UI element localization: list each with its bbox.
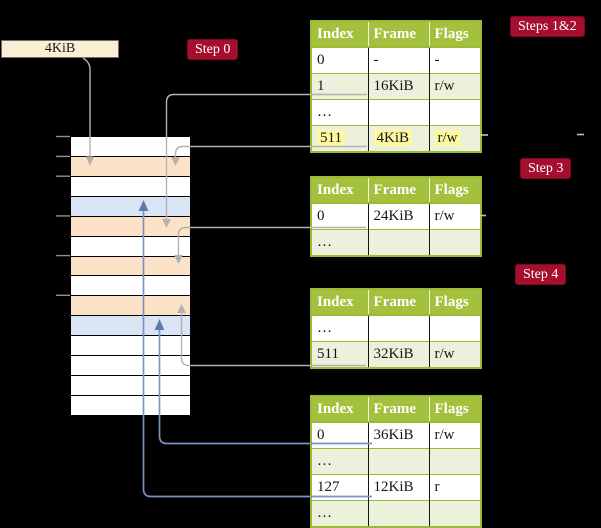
table-cell — [429, 229, 481, 256]
table-cell — [368, 229, 430, 256]
table-cell — [429, 500, 481, 527]
table-cell: r/w — [429, 73, 481, 100]
table-cell: 4KiB — [368, 125, 430, 152]
table-row: … — [311, 229, 481, 256]
table-cell: … — [311, 314, 369, 342]
frame-size-box: 4KiB — [1, 40, 119, 58]
table-cell: 127 — [311, 474, 369, 501]
memory-row-data-page — [71, 316, 190, 337]
table-cell: 32KiB — [368, 341, 430, 368]
table-row: … — [311, 314, 481, 342]
memory-row-page-table — [71, 256, 190, 277]
column-header-frame: Frame — [368, 289, 430, 316]
table-row: … — [311, 448, 481, 475]
table-cell: 0 — [311, 46, 369, 74]
table-cell: 16KiB — [368, 73, 430, 100]
table-cell: - — [429, 46, 481, 74]
table-cell — [368, 448, 430, 475]
table-cell: - — [368, 46, 430, 74]
table-row: 0-- — [311, 46, 481, 74]
memory-row-free — [71, 276, 190, 297]
table-cell — [368, 99, 430, 126]
table-cell: 24KiB — [368, 202, 430, 230]
memory-row-free — [71, 356, 190, 377]
memory-row-free — [71, 336, 190, 357]
table-cell — [368, 314, 430, 342]
column-header-frame: Frame — [368, 177, 430, 204]
table-row: … — [311, 99, 481, 126]
badge-step-0: Step 0 — [187, 39, 239, 60]
column-header-frame: Frame — [368, 396, 430, 423]
badge-step-4: Step 4 — [515, 264, 567, 285]
column-header-flags: Flags — [429, 289, 481, 316]
memory-row-free — [71, 395, 190, 415]
table-cell — [368, 500, 430, 527]
badge-steps-1-2: Steps 1&2 — [510, 16, 585, 37]
memory-row-free — [71, 376, 190, 396]
memory-ticks — [56, 135, 70, 296]
table-cell: r/w — [429, 341, 481, 368]
table-cell: r/w — [429, 202, 481, 230]
table-cell: r/w — [429, 421, 481, 449]
table-cell: … — [311, 229, 369, 256]
table-cell: … — [311, 500, 369, 527]
table-cell: … — [311, 448, 369, 475]
table-row: … — [311, 500, 481, 527]
table-cell: 1 — [311, 73, 369, 100]
physical-memory-column — [70, 136, 191, 416]
column-header-index: Index — [311, 396, 369, 423]
highlighted-value: 511 — [317, 130, 345, 146]
table-cell: 36KiB — [368, 421, 430, 449]
column-header-frame: Frame — [368, 21, 430, 48]
table-cell: 12KiB — [368, 474, 430, 501]
table-cell — [429, 448, 481, 475]
column-header-index: Index — [311, 289, 369, 316]
column-header-flags: Flags — [429, 177, 481, 204]
table-cell: 0 — [311, 202, 369, 230]
column-header-index: Index — [311, 177, 369, 204]
memory-row-free — [71, 236, 190, 257]
column-header-flags: Flags — [429, 396, 481, 423]
table-cell: r/w — [429, 125, 481, 152]
badge-step-3: Step 3 — [520, 158, 572, 179]
column-header-index: Index — [311, 21, 369, 48]
table-cell — [429, 314, 481, 342]
memory-row-page-table — [71, 156, 190, 177]
table-row: 511 4KiB r/w — [311, 125, 481, 152]
highlighted-value: r/w — [434, 130, 461, 146]
memory-row-free — [71, 137, 190, 157]
table-cell — [429, 99, 481, 126]
table-cell: 511 — [311, 341, 369, 368]
memory-row-data-page — [71, 196, 190, 217]
table-cell: 0 — [311, 421, 369, 449]
column-header-flags: Flags — [429, 21, 481, 48]
memory-row-free — [71, 176, 190, 197]
highlighted-value: 4KiB — [373, 130, 413, 146]
table-cell: 511 — [311, 125, 369, 152]
table-cell: … — [311, 99, 369, 126]
table-cell: r — [429, 474, 481, 501]
memory-row-page-table — [71, 296, 190, 317]
memory-row-page-table — [71, 216, 190, 237]
